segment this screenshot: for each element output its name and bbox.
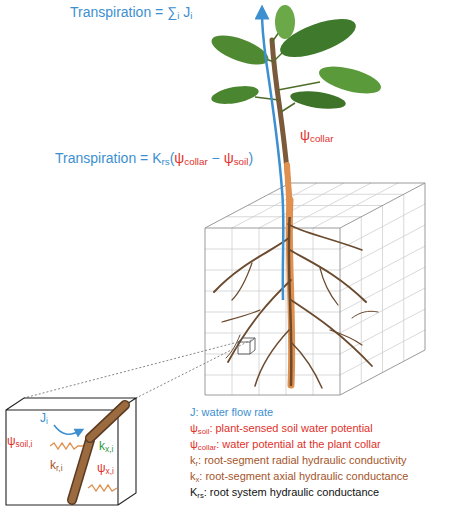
- subscript-run: x: [196, 475, 200, 484]
- text-run: J: [40, 411, 46, 425]
- text-run: ψ: [190, 438, 198, 450]
- text-run: : water potential at the plant collar: [216, 438, 380, 450]
- subscript-run: rs: [161, 156, 169, 167]
- segment-flow-arrow: [54, 425, 80, 434]
- subscript-run: soil: [198, 427, 210, 436]
- legend-text: ψcollar: water potential at the plant co…: [190, 438, 381, 452]
- subscript-run: x,i: [105, 444, 113, 454]
- text-run: J: water flow rate: [190, 406, 273, 418]
- subscript-run: collar: [184, 156, 207, 167]
- legend-text: Krs: root system hydraulic conductance: [190, 486, 379, 500]
- text-run: −: [208, 150, 224, 166]
- conductivity-label: kr,i: [50, 459, 63, 473]
- text-run: Transpiration = K: [55, 150, 161, 166]
- text-run: ψ: [97, 461, 106, 475]
- subscript-run: r: [196, 459, 199, 468]
- text-run: Transpiration = ∑: [70, 4, 177, 20]
- subscript-run: soil: [234, 156, 249, 167]
- text-run: : root system hydraulic conductance: [204, 486, 379, 498]
- subscript-run: soil,i: [16, 439, 33, 449]
- conductance-spring: [50, 443, 117, 491]
- text-run: ): [248, 150, 253, 166]
- legend-text: kr: root-segment radial hydraulic conduc…: [190, 454, 407, 468]
- text-run: J: [179, 4, 190, 20]
- text-run: : root-segment axial hydraulic conductan…: [199, 470, 408, 482]
- text-run: k: [190, 470, 196, 482]
- inset-cube: [6, 398, 136, 505]
- text-run: : plant-sensed soil water potential: [209, 422, 372, 434]
- flow-label: Ji: [40, 412, 48, 426]
- text-run: (: [170, 150, 175, 166]
- text-run: : root-segment radial hydraulic conducti…: [198, 454, 406, 466]
- potential-label: ψsoil,i: [7, 435, 32, 449]
- text-run: ψ: [7, 434, 16, 448]
- text-run: ψ: [174, 150, 184, 166]
- water-flow-arrow: [262, 12, 283, 300]
- subscript-run: r,i: [56, 463, 63, 473]
- text-run: K: [190, 486, 197, 498]
- text-run: k: [190, 454, 196, 466]
- root-system: [214, 200, 378, 388]
- subscript-run: i: [177, 10, 179, 21]
- subscript-run: collar: [198, 443, 216, 452]
- soil-grid: [205, 183, 425, 395]
- plant-shoot: [208, 5, 384, 214]
- subscript-run: rs: [197, 491, 203, 500]
- text-run: k: [50, 458, 56, 472]
- conductance-label: kx,i: [99, 440, 113, 454]
- formula-text: Transpiration = ∑i Ji: [70, 4, 192, 21]
- subscript-run: i: [190, 10, 192, 21]
- formula-text: Transpiration = Krs(ψcollar − ψsoil): [55, 150, 253, 167]
- legend-text: ψsoil: plant-sensed soil water potential: [190, 422, 373, 436]
- legend-text: kx: root-segment axial hydraulic conduct…: [190, 470, 408, 484]
- text-run: ψ: [300, 127, 310, 143]
- potential-label: ψx,i: [97, 462, 114, 476]
- voxel-zoom: [24, 338, 255, 398]
- text-run: ψ: [224, 150, 234, 166]
- text-run: k: [99, 439, 105, 453]
- text-run: ψ: [190, 422, 198, 434]
- subscript-run: x,i: [106, 466, 114, 476]
- subscript-run: collar: [310, 133, 333, 144]
- subscript-run: i: [46, 416, 48, 426]
- root-segment: [72, 405, 125, 500]
- soil-cube-outline: [205, 183, 425, 395]
- legend-text: J: water flow rate: [190, 406, 273, 419]
- potential-label: ψcollar: [300, 127, 333, 144]
